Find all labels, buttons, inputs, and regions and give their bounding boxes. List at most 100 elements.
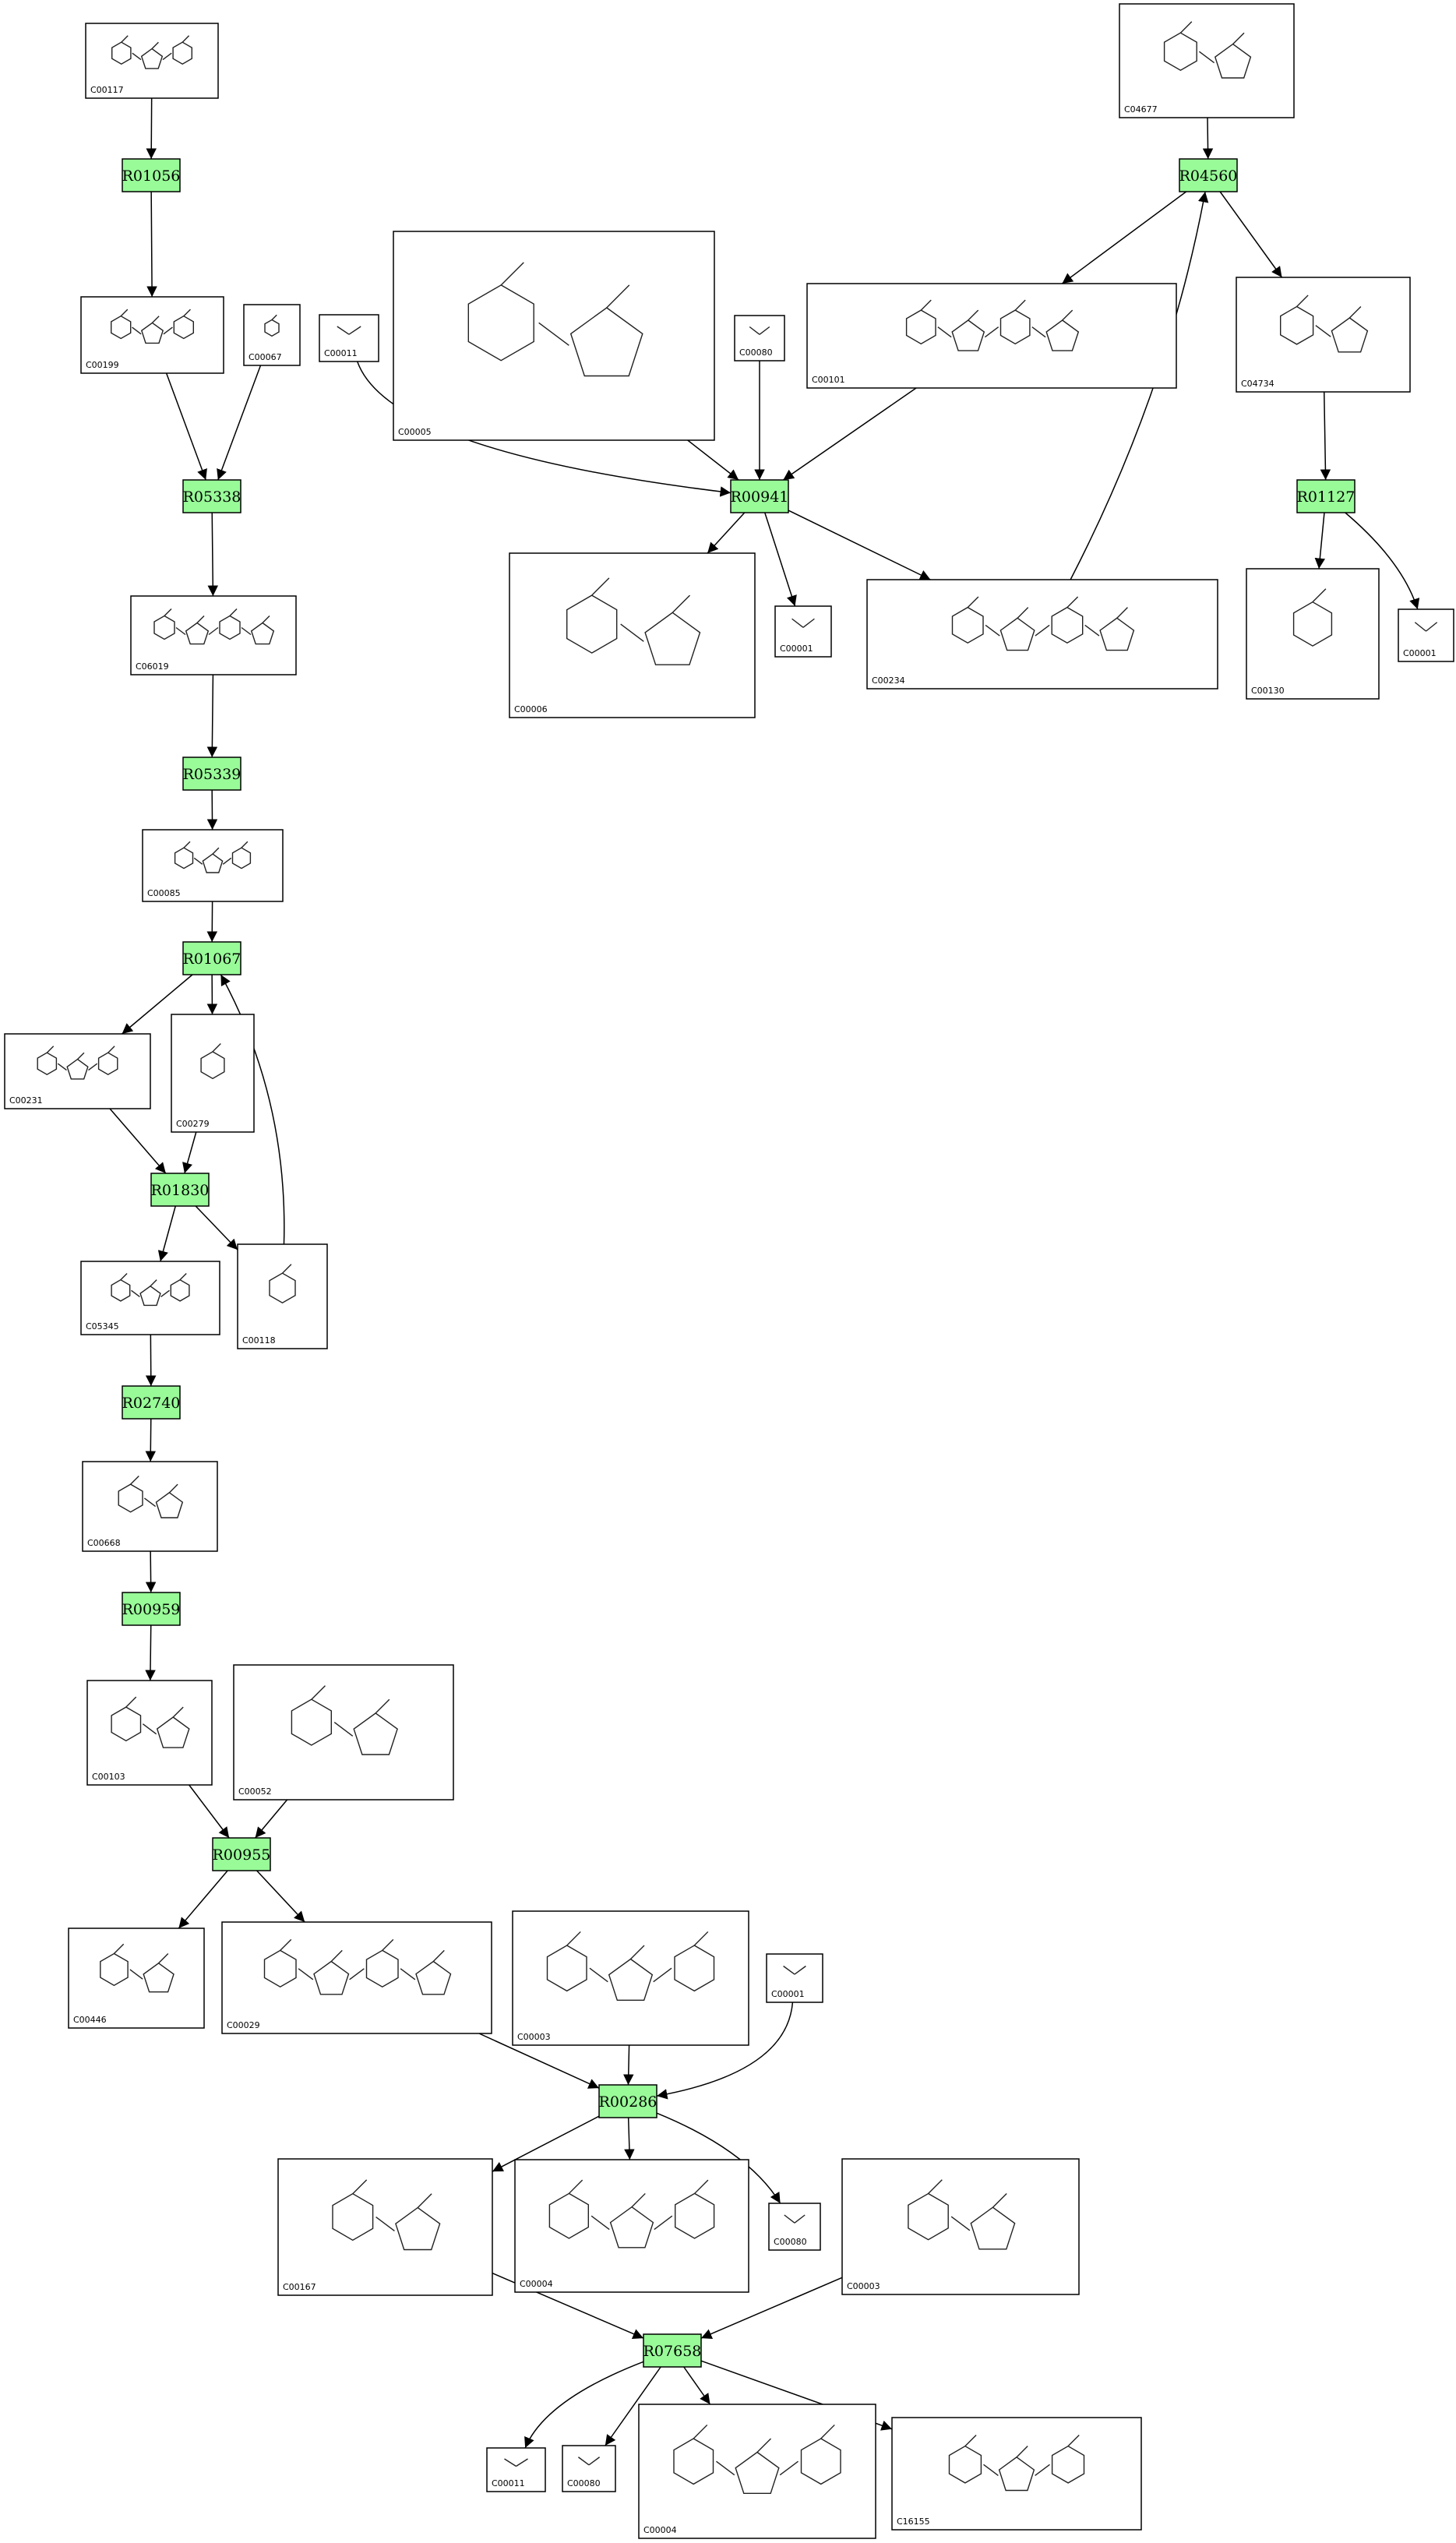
reaction-id: R05338 — [183, 488, 241, 506]
compound-node-c00668[interactable]: C00668 — [82, 1461, 218, 1552]
reaction-node-r01067[interactable]: R01067 — [182, 941, 241, 975]
reaction-node-r00286[interactable]: R00286 — [598, 2084, 657, 2118]
compound-node-c00117[interactable]: C00117 — [85, 23, 219, 99]
compound-id: C00668 — [87, 1538, 121, 1548]
compound-id: C00001 — [780, 644, 813, 654]
compound-node-c00011a[interactable]: C00011 — [486, 2447, 546, 2492]
edge-C00005-to-R00941 — [687, 439, 739, 481]
compound-box — [1246, 568, 1380, 700]
compound-box — [841, 2158, 1080, 2295]
compound-node-c00080a[interactable]: C00080 — [768, 2203, 821, 2251]
structure-drawing — [111, 35, 193, 69]
compound-id: C00231 — [9, 1095, 43, 1106]
edges-layer — [109, 97, 1420, 2449]
reaction-node-r01830[interactable]: R01830 — [150, 1173, 210, 1207]
compound-box — [766, 1953, 823, 2003]
compound-node-c00085[interactable]: C00085 — [142, 829, 284, 902]
compound-node-c00279[interactable]: C00279 — [171, 1014, 255, 1133]
reaction-node-r01056[interactable]: R01056 — [122, 158, 181, 192]
reaction-box — [212, 1837, 271, 1871]
compound-id: C00003 — [517, 2032, 551, 2042]
reaction-node-r00941[interactable]: R00941 — [730, 479, 789, 513]
compound-id: C00101 — [812, 375, 845, 385]
reaction-id: R02740 — [122, 1395, 181, 1412]
compound-id: C00080 — [739, 347, 773, 358]
compound-node-c00101[interactable]: C00101 — [806, 283, 1177, 389]
structure-drawing — [264, 314, 280, 337]
compound-box — [774, 605, 832, 658]
compound-id: C00067 — [249, 352, 282, 362]
reaction-id: R00941 — [731, 488, 789, 506]
edge-C00199-to-R05338 — [165, 372, 207, 481]
compound-node-c00001b[interactable]: C00001 — [774, 605, 832, 658]
compound-node-c00006[interactable]: C00006 — [509, 552, 756, 718]
edge-R00959-to-C00103 — [145, 1624, 156, 1681]
compound-node-c00118[interactable]: C00118 — [237, 1243, 328, 1349]
compound-box — [68, 1928, 205, 2029]
structure-drawing — [784, 2214, 806, 2224]
structure-drawing — [791, 618, 815, 628]
compound-box — [509, 552, 756, 718]
reaction-node-r07658[interactable]: R07658 — [643, 2333, 702, 2368]
reaction-node-r05339[interactable]: R05339 — [182, 757, 241, 791]
compound-box — [4, 1033, 151, 1109]
reaction-node-r04560[interactable]: R04560 — [1179, 158, 1238, 192]
edge-R00941-to-C00006 — [707, 512, 746, 554]
compound-box — [512, 1910, 749, 2046]
compound-node-c00080c[interactable]: C00080 — [734, 315, 785, 362]
compound-node-c00052[interactable]: C00052 — [233, 1664, 454, 1801]
compound-id: C16155 — [897, 2517, 930, 2527]
compound-node-c00167[interactable]: C00167 — [277, 2158, 493, 2296]
compound-id: C00029 — [227, 2020, 260, 2030]
compound-id: C00199 — [86, 360, 119, 370]
compound-node-c00446[interactable]: C00446 — [68, 1928, 205, 2029]
structure-drawing — [153, 608, 275, 645]
reaction-box — [122, 1592, 181, 1626]
compound-node-c00003a[interactable]: C00003 — [512, 1910, 749, 2046]
edge-R01127-to-C00130 — [1314, 512, 1326, 570]
compound-node-c00004b[interactable]: C00004 — [638, 2404, 876, 2539]
reaction-node-r05338[interactable]: R05338 — [182, 479, 241, 513]
reaction-node-r00955[interactable]: R00955 — [212, 1837, 271, 1871]
reaction-box — [122, 1385, 181, 1420]
compound-node-c00080b[interactable]: C00080 — [562, 2445, 616, 2492]
compound-node-c05345[interactable]: C05345 — [80, 1261, 220, 1335]
edge-R00286-to-C00004a — [624, 2117, 635, 2160]
structure-drawing — [1279, 295, 1369, 353]
structure-drawing — [1414, 622, 1438, 632]
edge-C00029-to-R00286 — [478, 2033, 600, 2089]
compound-node-c00231[interactable]: C00231 — [4, 1033, 151, 1109]
reaction-id: R05339 — [183, 766, 241, 783]
reaction-id: R00955 — [213, 1846, 271, 1864]
compound-box — [1398, 608, 1454, 662]
compound-node-c00103[interactable]: C00103 — [86, 1680, 213, 1786]
structure-drawing — [504, 2458, 528, 2467]
reaction-node-r00959[interactable]: R00959 — [122, 1592, 181, 1626]
compound-node-c00001c[interactable]: C00001 — [1398, 608, 1454, 662]
compound-node-c16155[interactable]: C16155 — [891, 2417, 1142, 2531]
structure-drawing — [332, 2179, 441, 2251]
compound-node-c00004a[interactable]: C00004 — [514, 2159, 749, 2293]
compound-node-c00029[interactable]: C00029 — [221, 1921, 492, 2034]
edge-C00003a-to-R00286 — [623, 2044, 634, 2086]
edge-R00286-to-C00167 — [492, 2115, 600, 2172]
compound-node-c06019[interactable]: C06019 — [130, 595, 297, 675]
structure-drawing — [269, 1264, 296, 1304]
reaction-node-r01127[interactable]: R01127 — [1296, 479, 1356, 513]
reaction-node-r02740[interactable]: R02740 — [122, 1385, 181, 1420]
structure-drawing — [174, 841, 252, 873]
compound-node-c00234[interactable]: C00234 — [866, 579, 1218, 690]
compound-node-c04677[interactable]: C04677 — [1119, 3, 1295, 118]
compound-node-c04734[interactable]: C04734 — [1236, 277, 1411, 393]
compound-node-c00199[interactable]: C00199 — [80, 296, 224, 374]
compound-node-c00011b[interactable]: C00011 — [319, 314, 379, 362]
compound-id: C00103 — [92, 1772, 125, 1782]
compound-node-c00003b[interactable]: C00003 — [841, 2158, 1080, 2295]
compound-node-c00001a[interactable]: C00001 — [766, 1953, 823, 2003]
compound-node-c00067[interactable]: C00067 — [243, 304, 301, 366]
reaction-box — [182, 757, 241, 791]
compound-node-c00005[interactable]: C00005 — [393, 231, 715, 441]
compound-node-c00130[interactable]: C00130 — [1246, 568, 1380, 700]
structure-drawing — [548, 2179, 715, 2248]
